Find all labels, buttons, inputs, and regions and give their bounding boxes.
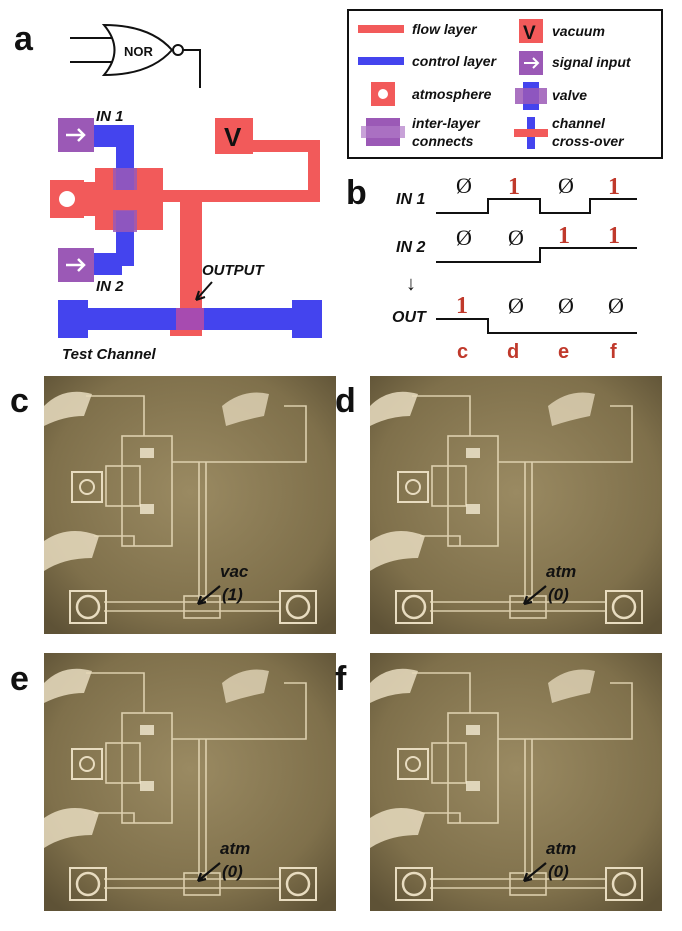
in1-label: IN 1 xyxy=(96,108,124,125)
valve-markers xyxy=(113,168,204,330)
legend: flow layer control layer atmosphere inte… xyxy=(347,9,663,159)
panel-d-label: d xyxy=(335,382,356,420)
flow-layer-channels xyxy=(50,118,320,336)
photo-e-value: (0) xyxy=(222,862,243,881)
tt-out-c: 1 xyxy=(456,293,468,319)
panel-b-label: b xyxy=(346,174,367,212)
photo-c-state: vac xyxy=(220,562,249,581)
tt-in1-label: IN 1 xyxy=(396,191,425,208)
in2-label: IN 2 xyxy=(96,278,124,295)
photo-d-value: (0) xyxy=(548,585,569,604)
legend-control-swatch xyxy=(358,57,404,65)
legend-interlayer-1: inter-layer xyxy=(412,115,481,131)
signal-input-in1 xyxy=(58,118,94,152)
tt-in2-c: Ø xyxy=(456,225,472,250)
legend-valve: valve xyxy=(552,87,587,103)
tt-arrow-icon: ↓ xyxy=(406,273,416,295)
photo-f-state: atm xyxy=(546,839,576,858)
photo-c-arrow-icon xyxy=(196,585,221,606)
legend-vacuum: vacuum xyxy=(552,23,605,39)
legend-control-layer: control layer xyxy=(412,53,498,69)
photo-e-arrow-icon xyxy=(196,862,221,883)
legend-flow-swatch xyxy=(358,25,404,33)
legend-signal-input: signal input xyxy=(552,54,632,70)
panel-a-label: a xyxy=(14,20,34,58)
photo-f-value: (0) xyxy=(548,862,569,881)
tt-in1-c: Ø xyxy=(456,173,472,198)
tt-col-f: f xyxy=(610,341,617,363)
legend-crossover-icon xyxy=(514,117,548,149)
panel-c-label: c xyxy=(10,382,29,420)
tt-in1-f: 1 xyxy=(608,174,620,200)
photo-panel-c xyxy=(42,374,338,636)
legend-crossover-2: cross-over xyxy=(552,133,625,149)
test-channel-label: Test Channel xyxy=(62,346,156,363)
chip-schematic: V xyxy=(50,118,322,338)
tt-col-e: e xyxy=(558,341,569,363)
nor-gate-symbol xyxy=(70,23,201,88)
in1-waveform xyxy=(436,198,637,214)
tt-col-c: c xyxy=(457,341,468,363)
photo-panel-d xyxy=(368,374,664,636)
tt-in2-e: 1 xyxy=(558,223,570,249)
legend-crossover-1: channel xyxy=(552,115,606,131)
vacuum-port-symbol: V xyxy=(224,122,242,152)
legend-valve-icon xyxy=(515,82,547,110)
tt-out-f: Ø xyxy=(608,293,624,318)
tt-out-d: Ø xyxy=(508,293,524,318)
photo-d-state: atm xyxy=(546,562,576,581)
photo-f-arrow-icon xyxy=(522,862,547,883)
photo-panel-f xyxy=(368,651,664,913)
panel-f-label: f xyxy=(335,660,347,698)
photo-e-state: atm xyxy=(220,839,250,858)
legend-vacuum-symbol: V xyxy=(523,23,536,44)
tt-out-label: OUT xyxy=(392,309,427,326)
output-label: OUTPUT xyxy=(202,262,266,279)
legend-vacuum-icon xyxy=(519,19,543,43)
legend-atmosphere: atmosphere xyxy=(412,86,492,102)
out-waveform xyxy=(436,318,637,334)
atmosphere-port-icon xyxy=(59,191,75,207)
tt-in2-f: 1 xyxy=(608,223,620,249)
tt-out-e: Ø xyxy=(558,293,574,318)
legend-interlayer-2: connects xyxy=(412,133,474,149)
signal-input-in2 xyxy=(58,248,94,282)
tt-in1-e: Ø xyxy=(558,173,574,198)
photo-panel-e xyxy=(42,651,338,913)
tt-col-d: d xyxy=(507,341,519,363)
tt-in1-d: 1 xyxy=(508,174,520,200)
photo-c-value: (1) xyxy=(222,585,243,604)
photo-d-arrow-icon xyxy=(522,585,547,606)
control-layer-channels xyxy=(58,125,322,338)
output-arrow-icon xyxy=(195,281,213,301)
nor-gate-label: NOR xyxy=(124,44,154,59)
tt-in2-d: Ø xyxy=(508,225,524,250)
truth-table: IN 1 IN 2 ↓ OUT Ø 1 Ø 1 Ø Ø 1 1 1 Ø Ø Ø … xyxy=(392,173,637,363)
legend-flow-layer: flow layer xyxy=(412,21,478,37)
tt-in2-label: IN 2 xyxy=(396,239,425,256)
in2-waveform xyxy=(436,247,637,263)
panel-e-label: e xyxy=(10,660,29,698)
